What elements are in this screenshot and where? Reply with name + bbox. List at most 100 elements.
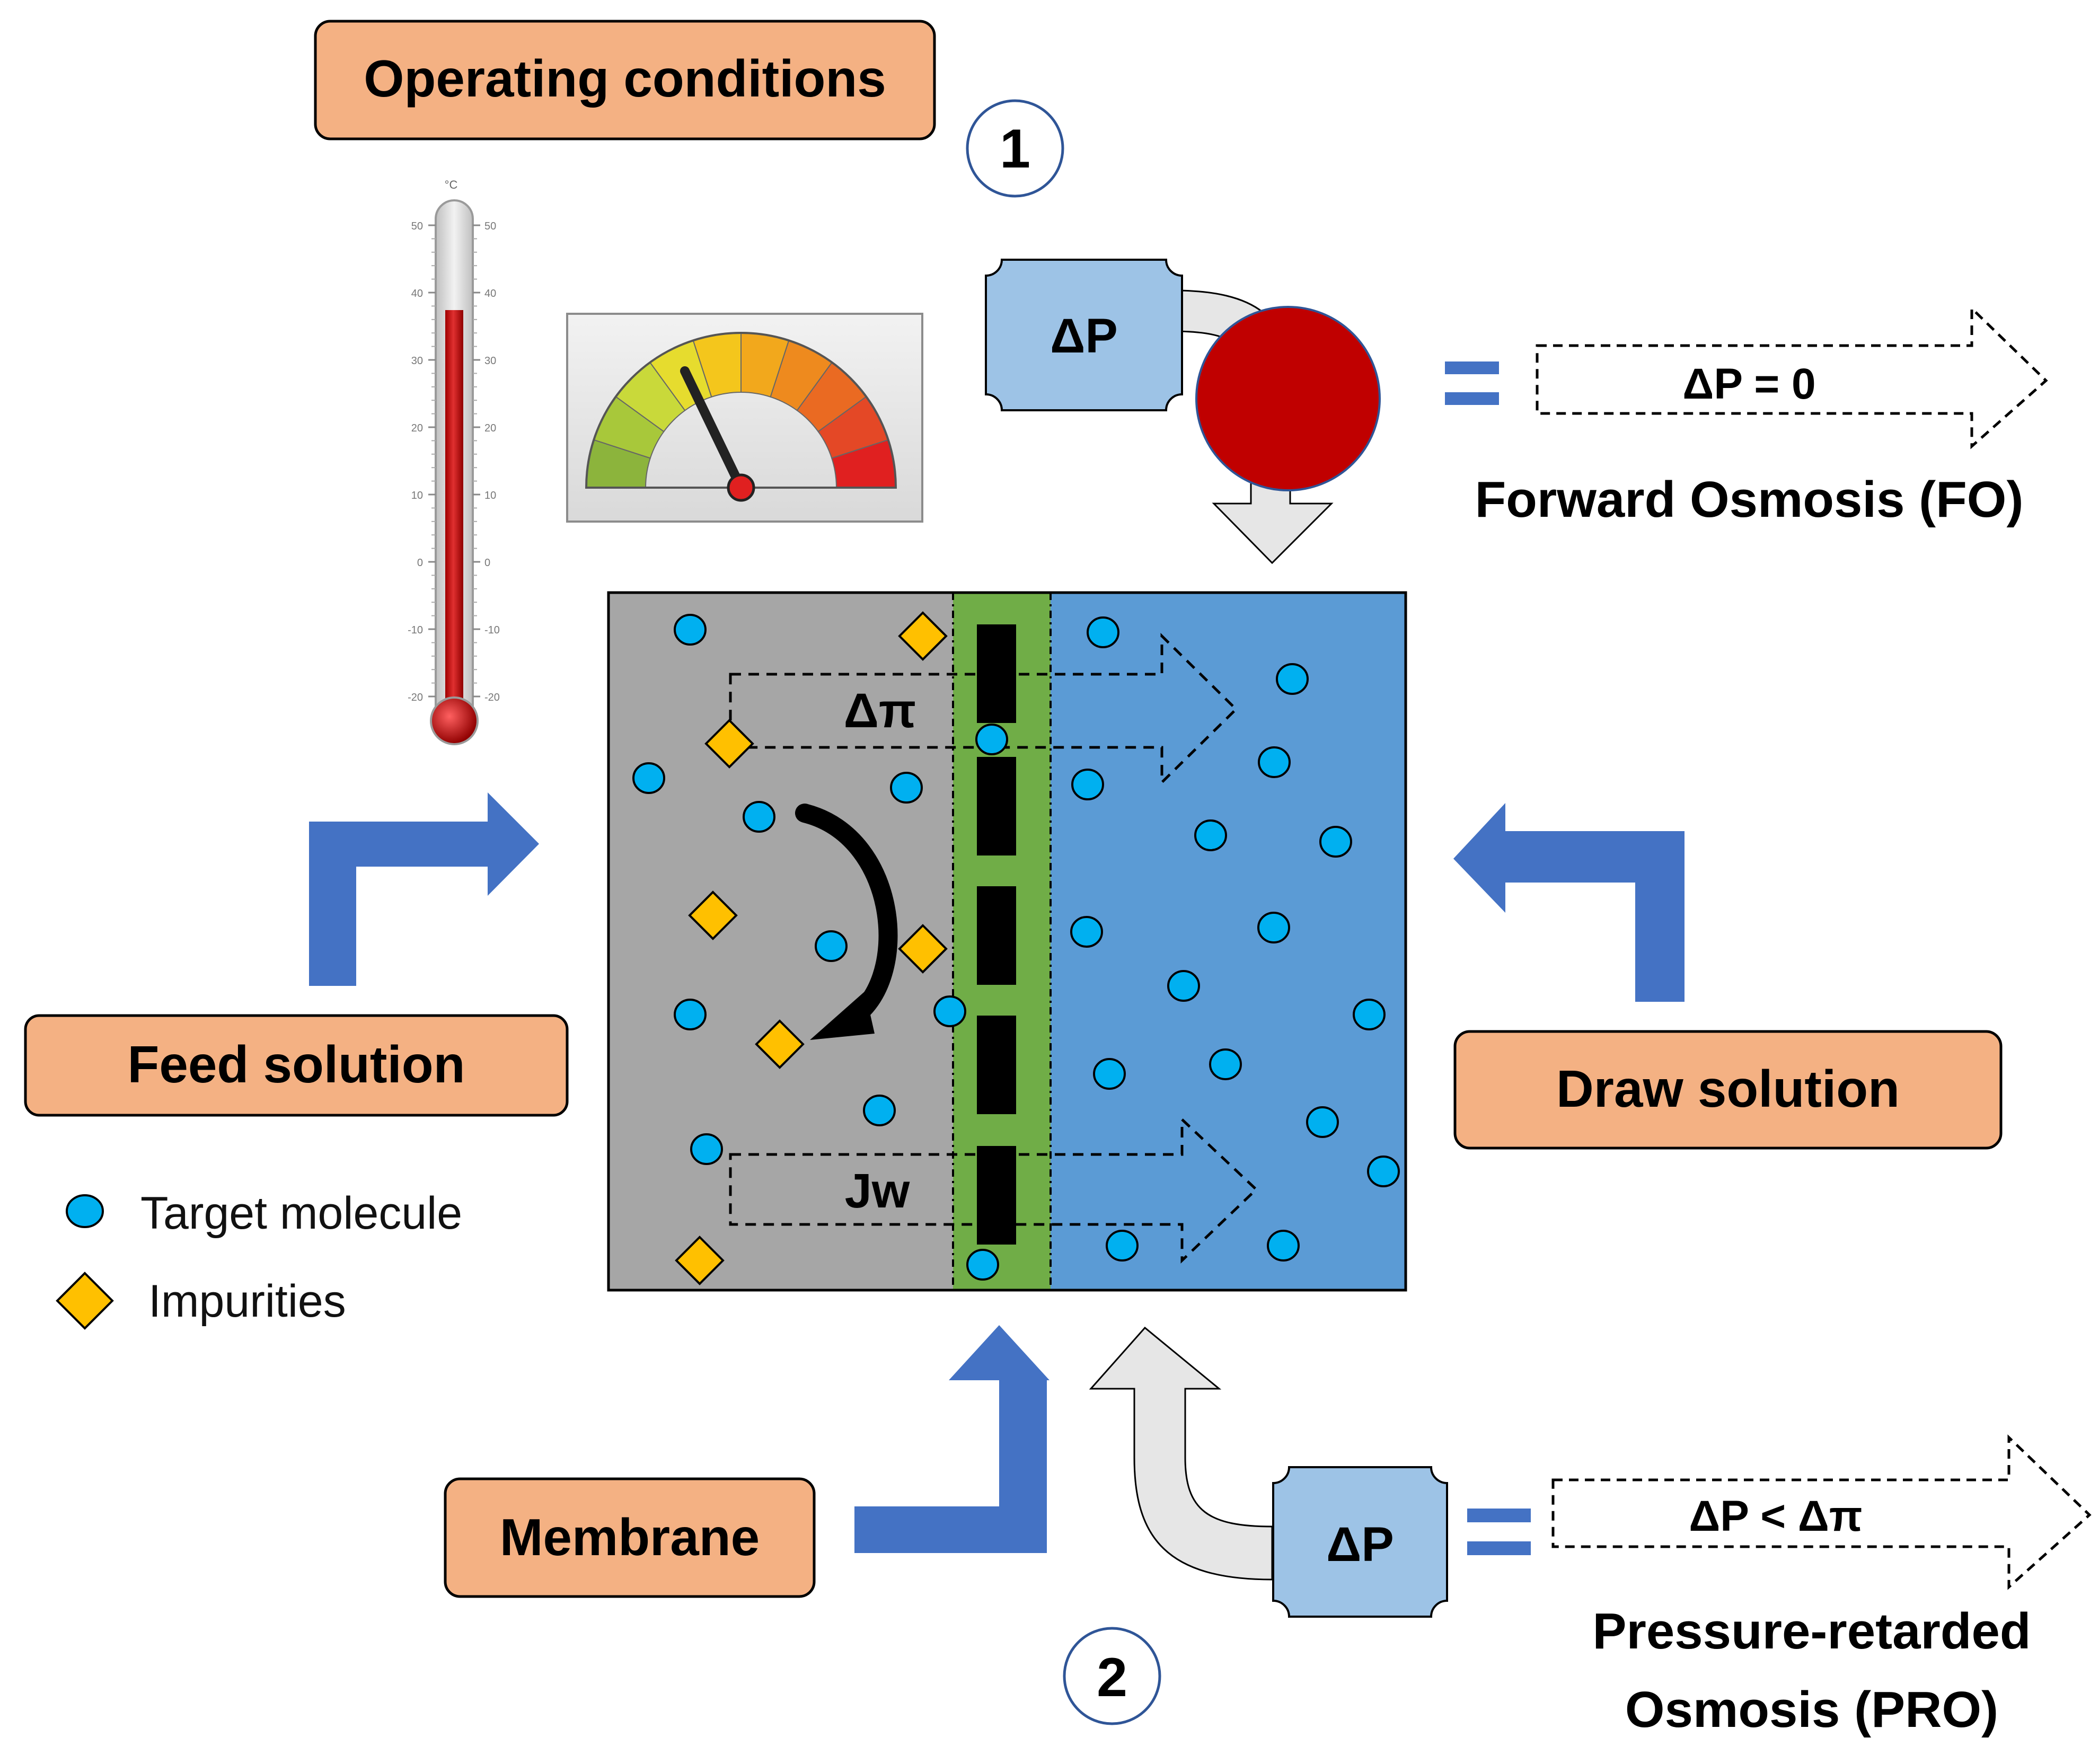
legend-target-marker bbox=[66, 1194, 104, 1228]
cell-border bbox=[607, 591, 1407, 1292]
impurity bbox=[898, 611, 948, 661]
target-molecule bbox=[743, 801, 775, 833]
target-molecule bbox=[674, 614, 707, 646]
target-molecule bbox=[690, 1133, 723, 1165]
pro-condition-arrow: ΔP < Δπ bbox=[1551, 1434, 2092, 1590]
delta-p-bottom-label: ΔP bbox=[1326, 1518, 1394, 1572]
jw-arrow: Jw bbox=[729, 1116, 1258, 1264]
target-molecules bbox=[632, 614, 1400, 1281]
target-molecule bbox=[1306, 1106, 1339, 1138]
target-molecule bbox=[1353, 999, 1386, 1030]
legend: Target molecule Impurities bbox=[56, 1188, 462, 1330]
target-molecule bbox=[1087, 616, 1119, 648]
thermometer-tick-label-right: 0 bbox=[484, 557, 490, 569]
target-molecule bbox=[966, 1249, 999, 1281]
target-molecule bbox=[1209, 1048, 1242, 1080]
pressure-unit-bottom: ΔP bbox=[1089, 1326, 1448, 1618]
thermometer-tick-label-left: -10 bbox=[408, 624, 423, 636]
delta-pi-label: Δπ bbox=[844, 684, 916, 738]
thermometer-mercury bbox=[445, 310, 463, 718]
legend-impurity-marker bbox=[56, 1272, 114, 1330]
operating-conditions-label: Operating conditions bbox=[364, 49, 886, 108]
impurity bbox=[675, 1236, 725, 1285]
thermometer-tick-label-right: 30 bbox=[484, 355, 496, 367]
target-molecule bbox=[1367, 1156, 1400, 1187]
operating-conditions-box: Operating conditions bbox=[314, 20, 936, 140]
concentration-polarization-arrow bbox=[795, 804, 898, 1040]
equals-sign-fo bbox=[1445, 361, 1499, 405]
membrane-box: Membrane bbox=[444, 1477, 816, 1598]
thermometer-tick-label-left: 50 bbox=[411, 220, 423, 232]
draw-solution-box: Draw solution bbox=[1453, 1030, 2003, 1150]
step-2-number: 2 bbox=[1097, 1647, 1127, 1708]
no-entry-icon bbox=[1195, 306, 1381, 491]
membrane-label: Membrane bbox=[500, 1508, 760, 1566]
impurity bbox=[704, 719, 754, 769]
impurity bbox=[898, 924, 948, 974]
feed-solution-box: Feed solution bbox=[24, 1014, 569, 1117]
membrane-block bbox=[977, 1146, 1016, 1245]
feed-solution-label: Feed solution bbox=[128, 1035, 465, 1093]
fo-condition-text: ΔP = 0 bbox=[1682, 360, 1815, 408]
target-molecule bbox=[674, 999, 707, 1030]
membrane-block bbox=[977, 757, 1016, 855]
membrane-block bbox=[977, 886, 1016, 985]
thermometer-tick-label-left: 40 bbox=[411, 288, 423, 299]
legend-target-label: Target molecule bbox=[140, 1188, 462, 1239]
impurity bbox=[688, 890, 738, 940]
pressure-unit-top: ΔP bbox=[985, 259, 1381, 565]
step-1-number: 1 bbox=[1000, 118, 1030, 180]
target-molecule bbox=[1071, 769, 1104, 800]
thermometer-tick-label-left: -20 bbox=[408, 692, 423, 703]
delta-p-top-label: ΔP bbox=[1050, 309, 1118, 363]
thermometer-tick-label-right: 40 bbox=[484, 288, 496, 299]
membrane-flow-arrow bbox=[854, 1325, 1050, 1553]
thermometer-unit: °C bbox=[445, 178, 458, 191]
thermometer-tick-label-right: 50 bbox=[484, 220, 496, 232]
step-1-badge: 1 bbox=[966, 99, 1064, 198]
draw-solution-label: Draw solution bbox=[1556, 1060, 1900, 1118]
pro-name-line1: Pressure-retarded bbox=[1592, 1603, 2031, 1660]
impurity bbox=[755, 1019, 805, 1069]
target-molecule bbox=[1070, 916, 1103, 948]
target-molecule bbox=[1258, 746, 1291, 778]
target-molecule bbox=[1319, 826, 1352, 858]
pressure-box-top bbox=[985, 259, 1183, 411]
pressure-gauge-icon bbox=[566, 313, 923, 523]
thermometer-tick-label-right: -20 bbox=[484, 692, 500, 703]
thermometer-tick-label-left: 0 bbox=[417, 557, 423, 569]
target-molecule bbox=[1267, 1230, 1300, 1262]
jw-label: Jw bbox=[845, 1164, 910, 1218]
target-molecule bbox=[1093, 1058, 1126, 1090]
target-molecule bbox=[890, 772, 923, 804]
target-molecule bbox=[1106, 1230, 1139, 1262]
thermometer-tick-label-right: 20 bbox=[484, 422, 496, 434]
draw-flow-arrow bbox=[1453, 803, 1685, 1002]
gauge-needle bbox=[680, 366, 746, 492]
draw-side bbox=[1051, 593, 1406, 1290]
target-molecule bbox=[1167, 970, 1200, 1002]
target-molecule bbox=[1276, 663, 1309, 695]
target-molecule bbox=[815, 930, 848, 962]
impurities bbox=[675, 611, 948, 1285]
legend-impurity-label: Impurities bbox=[148, 1276, 346, 1327]
membrane-cell bbox=[607, 591, 1407, 1292]
thermometer-tick-label-right: 10 bbox=[484, 490, 496, 501]
pressure-box-bottom bbox=[1272, 1466, 1448, 1618]
target-molecule bbox=[632, 762, 665, 794]
step-2-badge: 2 bbox=[1063, 1627, 1161, 1725]
feed-flow-arrow bbox=[309, 792, 539, 986]
target-molecule bbox=[1194, 819, 1227, 851]
thermometer-tick-label-left: 10 bbox=[411, 490, 423, 501]
fo-name: Forward Osmosis (FO) bbox=[1475, 471, 2024, 528]
target-molecule bbox=[1257, 912, 1290, 943]
pro-condition-text: ΔP < Δπ bbox=[1689, 1492, 1862, 1540]
fo-condition-arrow: ΔP = 0 bbox=[1536, 305, 2048, 449]
delta-pi-arrow: Δπ bbox=[729, 633, 1238, 786]
thermometer-tick-label-left: 30 bbox=[411, 355, 423, 367]
membrane-block bbox=[977, 1016, 1016, 1114]
